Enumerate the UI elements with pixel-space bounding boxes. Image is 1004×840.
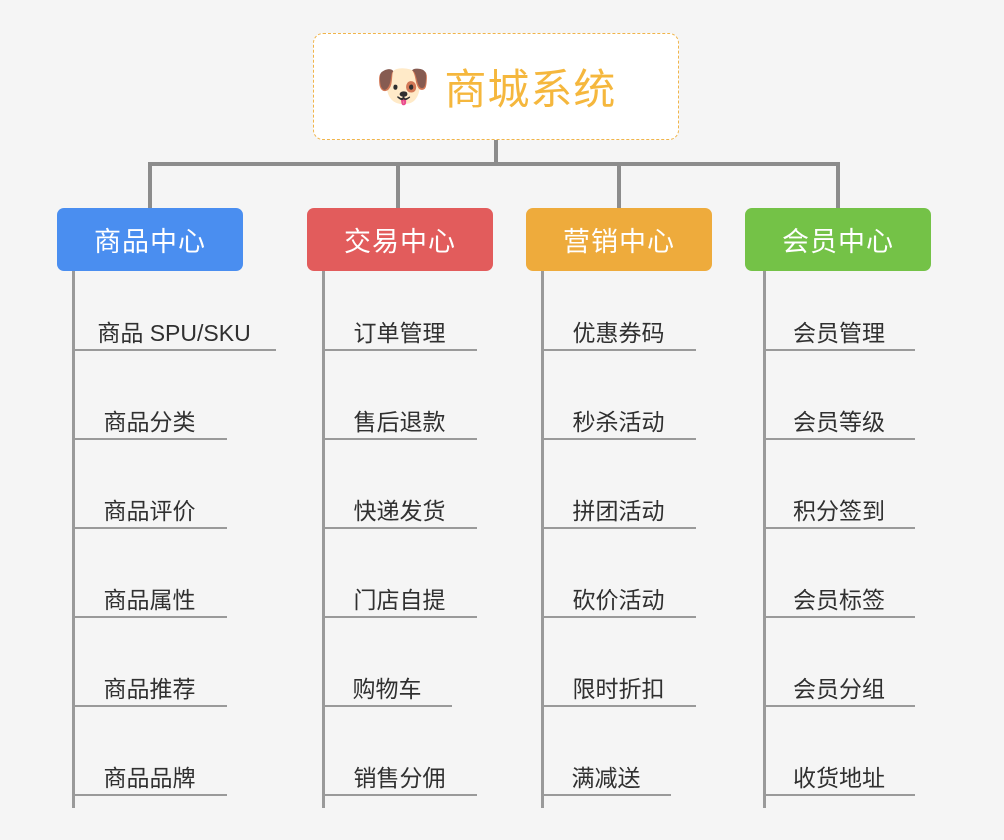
leaf-item[interactable]: 会员管理 — [763, 311, 915, 351]
leaf-item[interactable]: 限时折扣 — [541, 667, 696, 707]
leaf-item[interactable]: 收货地址 — [763, 756, 915, 796]
leaf-item[interactable]: 优惠券码 — [541, 311, 696, 351]
leaf-label: 优惠券码 — [572, 319, 665, 346]
leaf-item[interactable]: 商品分类 — [72, 400, 227, 440]
leaf-item[interactable]: 拼团活动 — [541, 489, 696, 529]
category-header-product[interactable]: 商品中心 — [57, 208, 243, 271]
leaf-item[interactable]: 满减送 — [541, 756, 671, 796]
category-header-marketing[interactable]: 营销中心 — [526, 208, 712, 271]
leaf-item[interactable]: 砍价活动 — [541, 578, 696, 618]
connector-root-stem — [494, 140, 498, 164]
connector-drop-2 — [396, 162, 400, 210]
leaf-label: 拼团活动 — [572, 497, 665, 524]
leaf-label: 积分签到 — [793, 497, 885, 524]
leaf-item[interactable]: 会员分组 — [763, 667, 915, 707]
connector-drop-3 — [617, 162, 621, 210]
leaf-label: 商品推荐 — [103, 675, 196, 702]
leaf-item[interactable]: 销售分佣 — [322, 756, 477, 796]
category-label: 交易中心 — [344, 227, 456, 257]
column-spine — [72, 271, 75, 808]
connector-drop-1 — [148, 162, 152, 210]
leaf-item[interactable]: 售后退款 — [322, 400, 477, 440]
leaf-label: 限时折扣 — [572, 675, 665, 702]
category-label: 会员中心 — [782, 227, 894, 257]
leaf-label: 售后退款 — [353, 408, 446, 435]
column-spine — [763, 271, 766, 808]
leaf-label: 砍价活动 — [572, 586, 665, 613]
category-label: 营销中心 — [563, 227, 675, 257]
leaf-item[interactable]: 商品 SPU/SKU — [72, 311, 276, 351]
leaf-item[interactable]: 购物车 — [322, 667, 452, 707]
leaf-label: 收货地址 — [793, 764, 885, 791]
leaf-label: 商品 SPU/SKU — [97, 319, 251, 346]
leaf-item[interactable]: 门店自提 — [322, 578, 477, 618]
root-title: 商城系统 — [444, 66, 617, 113]
leaf-label: 快递发货 — [353, 497, 446, 524]
leaf-item[interactable]: 商品推荐 — [72, 667, 227, 707]
category-header-member[interactable]: 会员中心 — [745, 208, 931, 271]
category-header-trade[interactable]: 交易中心 — [307, 208, 493, 271]
column-spine — [541, 271, 544, 808]
shiba-dog-face-icon: 🐶 — [375, 61, 431, 111]
column-spine — [322, 271, 325, 808]
leaf-label: 购物车 — [352, 675, 422, 702]
connector-drop-4 — [836, 162, 840, 210]
leaf-label: 门店自提 — [353, 586, 446, 613]
leaf-label: 满减送 — [571, 764, 641, 791]
leaf-item[interactable]: 商品评价 — [72, 489, 227, 529]
leaf-item[interactable]: 商品品牌 — [72, 756, 227, 796]
leaf-item[interactable]: 商品属性 — [72, 578, 227, 618]
leaf-label: 商品评价 — [103, 497, 196, 524]
leaf-label: 秒杀活动 — [572, 408, 665, 435]
leaf-label: 会员分组 — [793, 675, 885, 702]
leaf-label: 商品属性 — [103, 586, 196, 613]
root-node[interactable]: 🐶 商城系统 — [313, 33, 679, 140]
leaf-label: 销售分佣 — [353, 764, 446, 791]
leaf-item[interactable]: 会员等级 — [763, 400, 915, 440]
leaf-label: 商品品牌 — [103, 764, 196, 791]
leaf-item[interactable]: 订单管理 — [322, 311, 477, 351]
leaf-label: 商品分类 — [103, 408, 196, 435]
category-label: 商品中心 — [94, 227, 206, 257]
leaf-item[interactable]: 快递发货 — [322, 489, 477, 529]
leaf-label: 会员标签 — [793, 586, 885, 613]
leaf-label: 会员等级 — [793, 408, 885, 435]
leaf-item[interactable]: 会员标签 — [763, 578, 915, 618]
connector-horizontal-bar — [149, 162, 839, 166]
leaf-label: 订单管理 — [353, 319, 446, 346]
leaf-item[interactable]: 积分签到 — [763, 489, 915, 529]
leaf-label: 会员管理 — [793, 319, 885, 346]
leaf-item[interactable]: 秒杀活动 — [541, 400, 696, 440]
